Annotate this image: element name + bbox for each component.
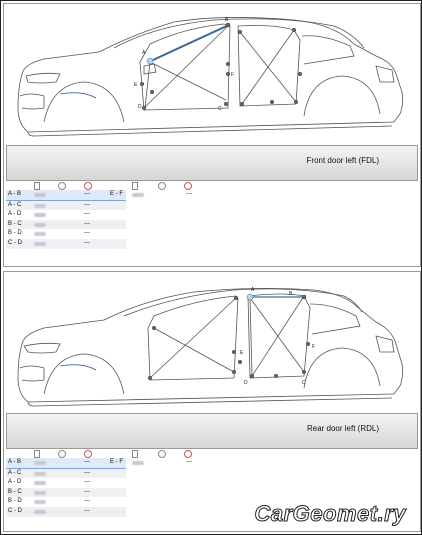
document-icon — [132, 182, 138, 190]
table-row[interactable]: B - D--- — [8, 498, 90, 505]
point-label-b: B — [289, 291, 293, 297]
target-icon — [84, 450, 92, 458]
table-row[interactable]: A - B--- — [6, 458, 126, 469]
table-header — [108, 449, 212, 458]
target-icon — [184, 450, 192, 458]
point-label-f: F — [312, 344, 315, 350]
measurement-table: A - B--- A - C--- A - D--- B - C--- B - … — [6, 181, 126, 249]
table-row[interactable]: E - F--- — [110, 459, 192, 465]
document-icon — [34, 450, 40, 458]
target-icon — [84, 182, 92, 190]
table-row[interactable]: A - C--- — [6, 468, 126, 479]
target-icon — [58, 182, 66, 190]
document-icon — [132, 450, 138, 458]
target-icon — [184, 182, 192, 190]
front-door-panel: A B C D E F Front door left (FDL) A - B-… — [3, 3, 421, 267]
measurement-table-secondary: E - F--- — [108, 181, 212, 200]
target-icon — [158, 450, 166, 458]
panel-title-bar: Rear door left (RDL) — [6, 413, 418, 449]
point-label-d: D — [244, 380, 248, 386]
table-row[interactable]: A - C--- — [6, 200, 126, 211]
document-icon — [34, 182, 40, 190]
target-icon — [158, 182, 166, 190]
panel-title: Front door left (FDL) — [306, 156, 379, 165]
point-label-d: D — [138, 104, 142, 110]
table-row[interactable]: E - F--- — [110, 191, 192, 197]
table-row[interactable]: C - D--- — [6, 506, 126, 517]
point-label-e: E — [134, 82, 138, 88]
point-label-e: E — [240, 350, 244, 356]
table-row[interactable]: A - D--- — [8, 479, 90, 486]
point-label-b: B — [225, 17, 229, 23]
measurement-table: A - B--- A - C--- A - D--- B - C--- B - … — [6, 449, 126, 517]
panel-title: Rear door left (RDL) — [306, 424, 379, 433]
table-header — [6, 449, 126, 458]
panel-title-bar: Front door left (FDL) — [6, 145, 418, 181]
watermark-logo: CarGeomet.ry — [254, 501, 406, 527]
rear-door-panel: A B C D E F Rear door left (RDL) A - B--… — [3, 271, 421, 532]
table-header — [108, 181, 212, 190]
table-row[interactable]: B - D--- — [8, 230, 90, 237]
target-icon — [58, 450, 66, 458]
point-label-c: C — [218, 106, 222, 112]
table-header — [6, 181, 126, 190]
table-row[interactable]: B - C--- — [6, 219, 126, 230]
point-label-a: A — [251, 287, 255, 293]
car-side-diagram: A B C D E F — [17, 287, 404, 407]
table-row[interactable]: C - D--- — [6, 238, 126, 249]
table-row[interactable]: A - B--- — [6, 190, 126, 201]
car-side-diagram: A B C D E F — [17, 17, 404, 137]
point-label-f: F — [231, 72, 234, 78]
point-label-a: A — [142, 50, 146, 56]
point-label-c: C — [302, 380, 306, 386]
table-row[interactable]: A - D--- — [8, 211, 90, 218]
measurement-table-secondary: E - F--- — [108, 449, 212, 468]
table-row[interactable]: B - C--- — [6, 487, 126, 498]
